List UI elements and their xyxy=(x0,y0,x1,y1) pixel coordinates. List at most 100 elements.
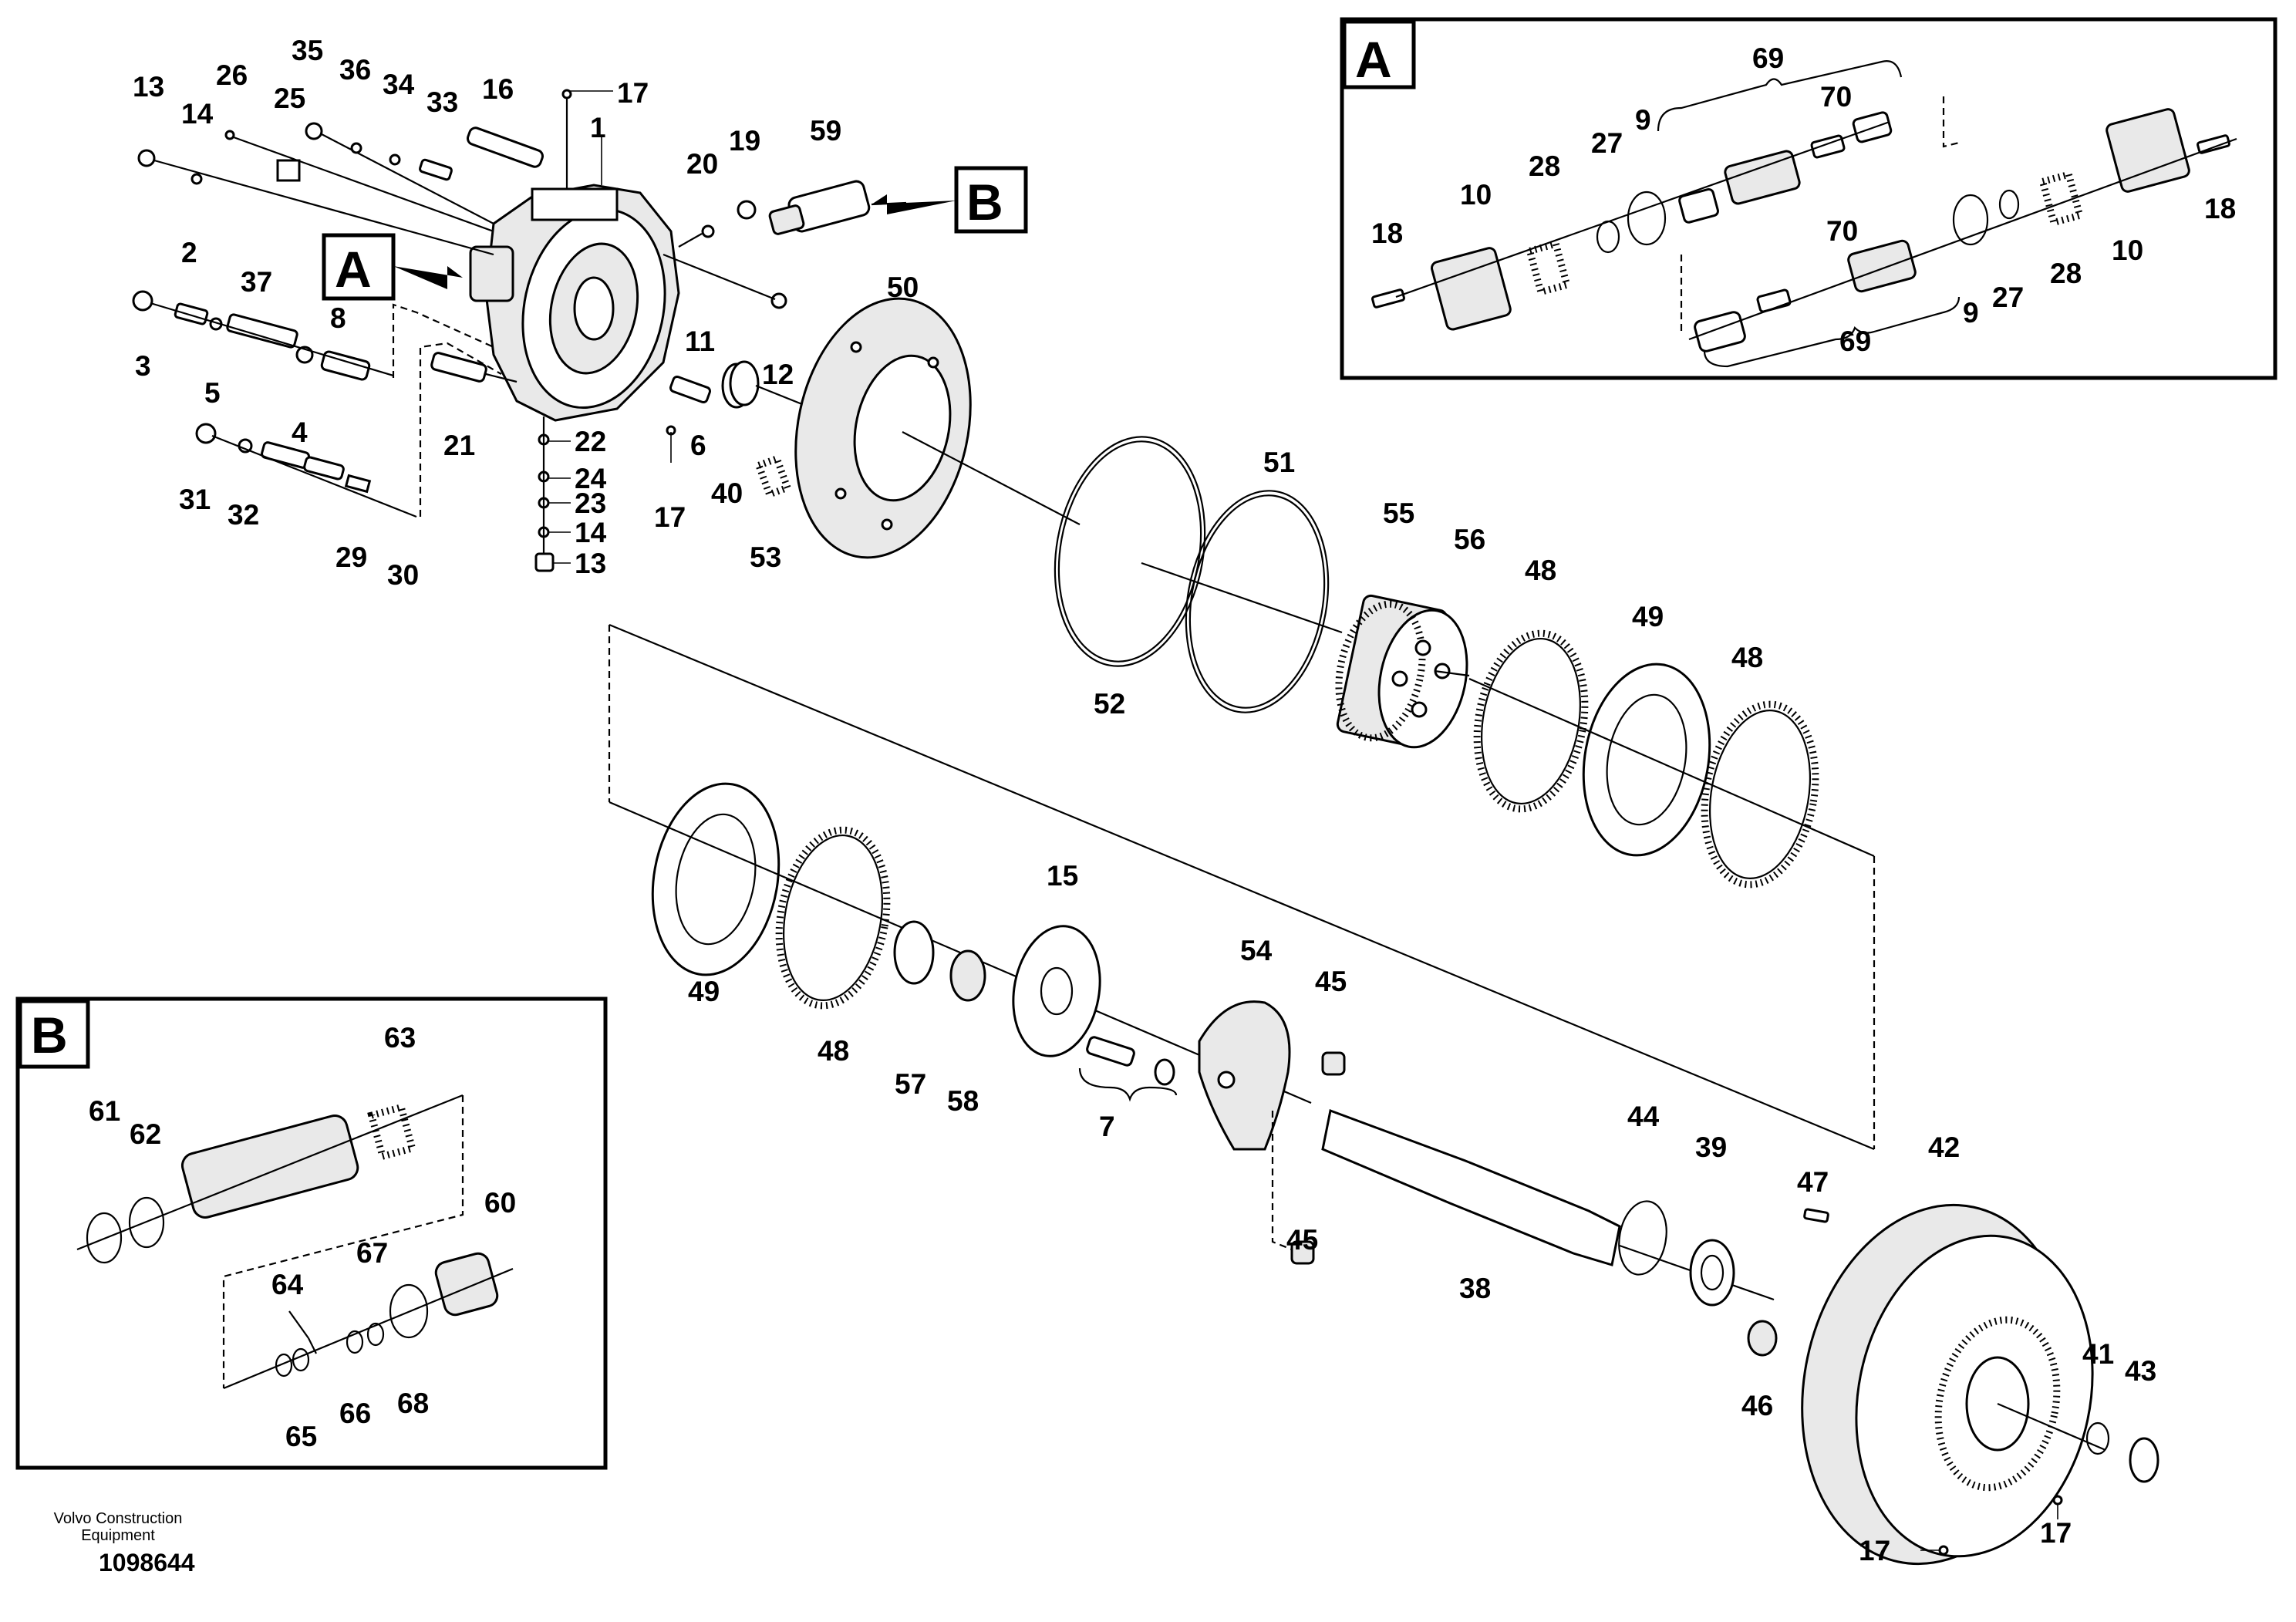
drain-plug-stack xyxy=(534,416,676,572)
cylinder-block-55 xyxy=(1335,594,1470,749)
label-51: 51 xyxy=(1263,447,1295,478)
label-17-bottom: 17 xyxy=(1859,1535,1890,1566)
part-labels: 13 14 26 25 35 36 34 33 16 17 1 20 19 59… xyxy=(133,35,2156,1566)
label-18-left: 18 xyxy=(1371,218,1403,249)
plate-49 xyxy=(1582,663,1711,857)
label-65: 65 xyxy=(285,1421,317,1452)
label-38: 38 xyxy=(1459,1273,1491,1304)
label-45-b: 45 xyxy=(1286,1224,1318,1256)
brand-line-1: Volvo Construction xyxy=(54,1510,183,1527)
label-49-a: 49 xyxy=(1632,601,1664,632)
label-10-right: 10 xyxy=(2112,234,2143,266)
label-33: 33 xyxy=(426,86,458,118)
label-70-top: 70 xyxy=(1820,81,1852,113)
label-5: 5 xyxy=(204,377,221,409)
label-70-bottom: 70 xyxy=(1826,215,1858,247)
label-42: 42 xyxy=(1928,1131,1960,1163)
label-24: 24 xyxy=(575,463,607,494)
label-52: 52 xyxy=(1094,688,1125,720)
label-58: 58 xyxy=(947,1085,979,1117)
bearing-39 xyxy=(1689,1239,1735,1307)
label-60: 60 xyxy=(484,1187,516,1219)
label-9-right: 9 xyxy=(1963,297,1979,329)
label-1: 1 xyxy=(590,112,606,143)
inset-a-labels: 69 70 9 27 28 10 18 70 69 9 27 28 10 18 xyxy=(1371,42,2236,357)
drawing-number: 1098644 xyxy=(99,1549,195,1576)
plate-49-lower xyxy=(651,782,781,976)
label-25: 25 xyxy=(274,83,305,114)
callout-b-tag: B xyxy=(966,174,1003,231)
label-17-top: 17 xyxy=(617,77,649,109)
label-59: 59 xyxy=(810,115,841,147)
footer: Volvo Construction Equipment 1098644 xyxy=(54,1510,195,1576)
label-14: 14 xyxy=(181,98,214,130)
callout-a-tag: A xyxy=(335,241,372,298)
brake-plate-50 xyxy=(794,297,1081,559)
inset-b-tag: B xyxy=(31,1007,68,1064)
brand-line-2: Equipment xyxy=(81,1527,155,1544)
snap-ring-44 xyxy=(1618,1200,1667,1276)
label-28-right: 28 xyxy=(2050,258,2082,289)
label-10-left: 10 xyxy=(1460,179,1492,211)
label-64: 64 xyxy=(271,1269,304,1300)
motor-housing xyxy=(469,184,680,422)
label-6: 6 xyxy=(690,430,706,461)
pin-6 xyxy=(669,375,712,404)
label-55: 55 xyxy=(1383,497,1414,529)
inset-a-tag: A xyxy=(1355,31,1392,88)
snap-ring-41 xyxy=(2085,1421,2110,1455)
plug-46 xyxy=(1747,1320,1778,1357)
label-35: 35 xyxy=(292,35,323,66)
pin-47 xyxy=(1803,1208,1829,1223)
label-67: 67 xyxy=(356,1237,388,1269)
label-40: 40 xyxy=(711,477,743,509)
label-16: 16 xyxy=(482,73,514,105)
label-23: 23 xyxy=(575,487,606,519)
label-8: 8 xyxy=(330,302,346,334)
label-48-a: 48 xyxy=(1525,555,1556,586)
label-39: 39 xyxy=(1695,1131,1727,1163)
label-9-left: 9 xyxy=(1635,104,1651,136)
inset-b-labels: 63 61 62 60 67 64 65 66 68 xyxy=(89,1022,516,1452)
left-valve-stack xyxy=(132,290,494,381)
label-69-top: 69 xyxy=(1752,42,1784,74)
retainer-plate-15 xyxy=(1012,925,1101,1057)
o-ring-52 xyxy=(1054,436,1206,667)
bolt-21 xyxy=(430,352,518,383)
label-45-a: 45 xyxy=(1315,966,1347,997)
label-28-left: 28 xyxy=(1529,150,1560,182)
label-17-right: 17 xyxy=(2040,1517,2072,1549)
label-27-right: 27 xyxy=(1992,282,2024,313)
label-50: 50 xyxy=(887,271,919,303)
label-62: 62 xyxy=(130,1118,161,1150)
inset-a-frame: A xyxy=(1340,17,2277,380)
retainer-57 xyxy=(893,920,935,985)
label-3: 3 xyxy=(135,350,151,382)
valve-cartridge-59 xyxy=(768,180,871,235)
label-30: 30 xyxy=(387,559,419,591)
label-48-b: 48 xyxy=(1731,642,1763,673)
label-14-lower: 14 xyxy=(575,517,607,548)
label-4: 4 xyxy=(292,416,308,448)
piston-7 xyxy=(1078,1036,1178,1102)
label-17-mid: 17 xyxy=(654,501,686,533)
label-53: 53 xyxy=(750,541,781,573)
friction-disc-48 xyxy=(1473,629,1589,813)
label-48-c: 48 xyxy=(818,1035,849,1067)
label-11: 11 xyxy=(685,325,715,357)
label-13: 13 xyxy=(133,71,164,103)
hub-42 xyxy=(1801,1203,2106,1566)
label-31: 31 xyxy=(179,484,211,515)
swash-plate-54 xyxy=(1198,1000,1291,1151)
friction-disc-48-lower xyxy=(775,826,891,1010)
nut-45b xyxy=(1290,1240,1315,1265)
label-61: 61 xyxy=(89,1095,120,1127)
o-ring-51 xyxy=(1185,490,1330,713)
label-36: 36 xyxy=(339,54,371,86)
label-37: 37 xyxy=(241,266,272,298)
inset-b-frame: B xyxy=(15,996,608,1470)
label-27-left: 27 xyxy=(1591,127,1623,159)
label-54: 54 xyxy=(1240,935,1273,966)
label-41: 41 xyxy=(2082,1338,2114,1370)
